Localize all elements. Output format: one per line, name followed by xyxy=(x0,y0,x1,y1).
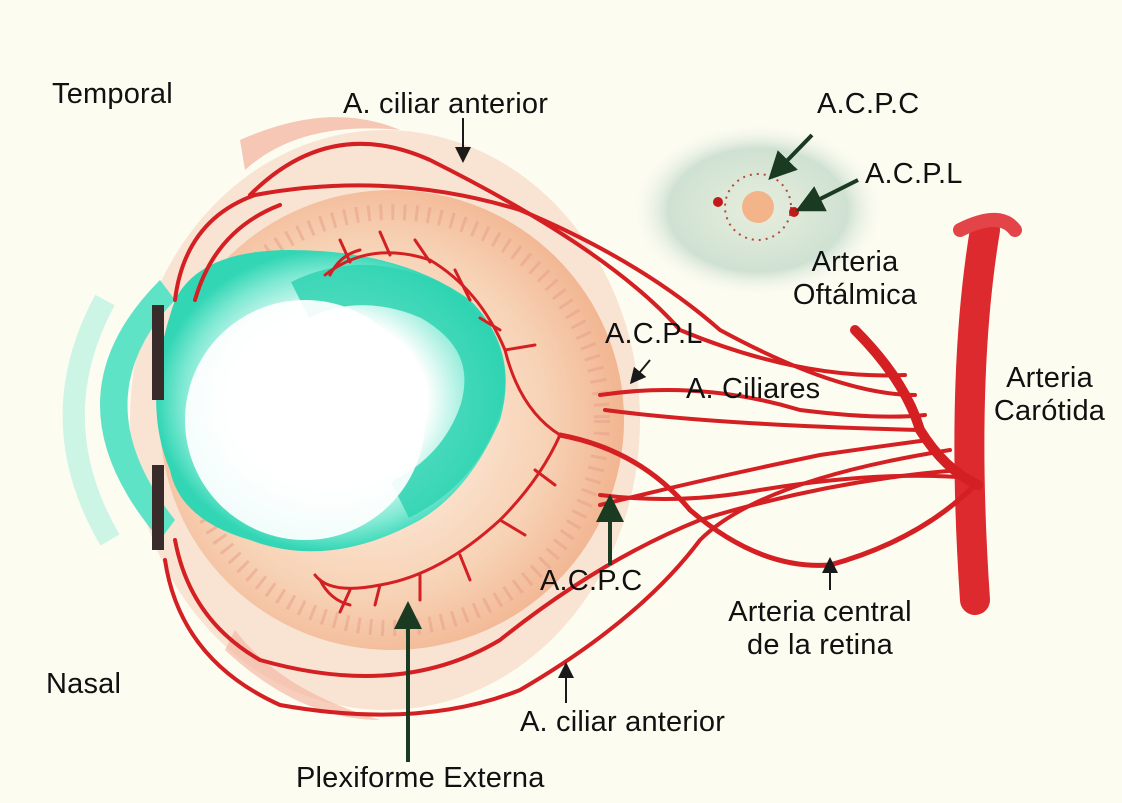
eyeball xyxy=(74,117,640,720)
arrow-acpl-mid xyxy=(635,360,650,378)
label-arteria-carotida: Arteria Carótida xyxy=(982,362,1117,428)
label-nasal: Nasal xyxy=(46,668,121,701)
label-ciliares: A. Ciliares xyxy=(686,373,820,406)
label-arteria-central-retina: Arteria central de la retina xyxy=(700,596,940,662)
label-arteria-carotida-line1: Arteria xyxy=(982,362,1117,395)
label-ciliar-anterior-bottom: A. ciliar anterior xyxy=(520,706,725,739)
label-arteria-carotida-line2: Carótida xyxy=(982,395,1117,428)
label-arteria-oftalmica: Arteria Oftálmica xyxy=(770,246,940,312)
label-arteria-oftalmica-line1: Arteria xyxy=(770,246,940,279)
label-arteria-oftalmica-line2: Oftálmica xyxy=(770,279,940,312)
label-central-retina-line2: de la retina xyxy=(700,629,940,662)
label-ciliar-anterior-top: A. ciliar anterior xyxy=(343,88,548,121)
label-temporal: Temporal xyxy=(52,78,173,111)
label-acpl-top: A.C.P.L xyxy=(865,158,963,191)
label-plexiforme-externa: Plexiforme Externa xyxy=(296,762,545,795)
label-acpc-top: A.C.P.C xyxy=(817,88,919,121)
label-central-retina-line1: Arteria central xyxy=(700,596,940,629)
label-acpc-bottom: A.C.P.C xyxy=(540,565,642,598)
label-acpl-mid: A.C.P.L xyxy=(605,318,703,351)
